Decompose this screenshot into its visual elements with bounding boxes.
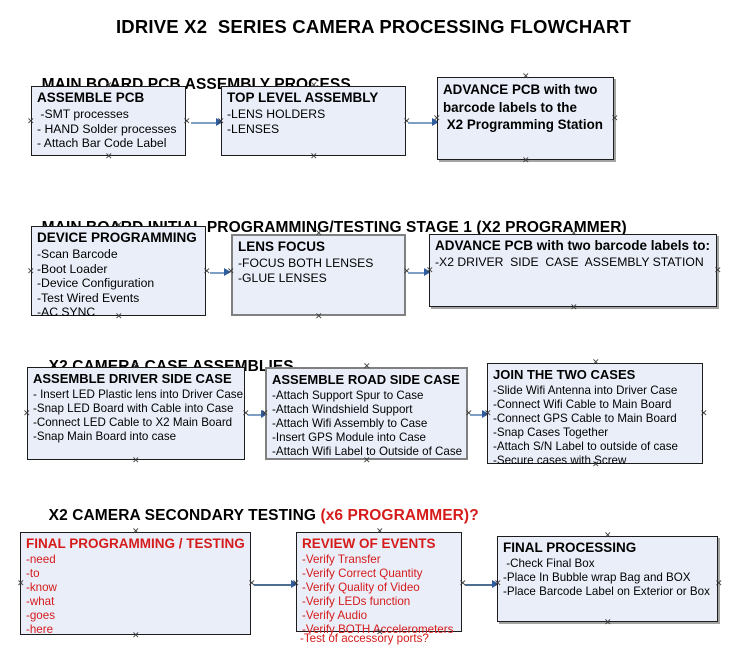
box-advance-pcb-to-x2-programming-station[interactable]: ADVANCE PCB with two barcode labels to t…	[437, 77, 614, 160]
box-line: - HAND Solder processes	[37, 121, 177, 136]
box-title: LENS FOCUS	[238, 239, 326, 254]
box-line: -Snap Cases Together	[493, 426, 609, 439]
box-line: -Attach Wifi Assembly to Case	[272, 417, 428, 430]
box-line: -LENS HOLDERS	[227, 107, 326, 121]
connector-review-of-events-to-final-processing	[465, 584, 493, 586]
connector-assemble-pcb-to-top-level-assembly	[191, 122, 217, 124]
box-line: -goes	[26, 609, 56, 622]
box-title: DEVICE PROGRAMMING	[37, 230, 197, 245]
connector-device-programming-to-lens-focus	[210, 272, 225, 274]
box-line: -Verify Quality of Video	[302, 581, 420, 594]
connector-road-side-to-join-cases	[470, 414, 483, 416]
box-title: FINAL PROGRAMMING / TESTING	[26, 536, 245, 551]
arrowhead-icon	[216, 118, 223, 126]
box-line: - Insert LED Plastic lens into Driver Ca…	[33, 388, 244, 401]
section-heading-text: X2 CAMERA SECONDARY TESTING	[48, 507, 321, 524]
arrowhead-icon	[291, 580, 298, 588]
arrowhead-icon	[261, 410, 268, 418]
box-join-the-two-cases[interactable]: JOIN THE TWO CASES -Slide Wifi Antenna i…	[487, 363, 703, 467]
box-line: -need	[26, 553, 56, 566]
box-line: -Test Wired Events	[37, 290, 140, 305]
box-line: -Boot Loader	[37, 261, 108, 276]
connector-lens-focus-to-advance-pcb	[408, 272, 426, 274]
box-line: -Verify Transfer	[302, 553, 381, 566]
page-title: IDRIVE X2 SERIES CAMERA PROCESSING FLOWC…	[115, 16, 632, 37]
box-advance-pcb-to-driver-side-case-station[interactable]: ADVANCE PCB with two barcode labels to: …	[429, 234, 717, 307]
box-title: REVIEW OF EVENTS	[302, 536, 436, 551]
arrowhead-icon	[224, 268, 231, 276]
arrowhead-icon	[432, 118, 439, 126]
box-title: ASSEMBLE ROAD SIDE CASE	[272, 372, 460, 387]
box-overflow-line: -Test of accessory ports?	[300, 632, 429, 645]
box-title: ASSEMBLE PCB	[37, 90, 145, 105]
box-line: -Verify LEDs function	[302, 595, 411, 608]
box-title: JOIN THE TWO CASES	[493, 367, 636, 382]
box-title: FINAL PROCESSING	[503, 540, 637, 555]
box-line: -Insert GPS Module into Case	[272, 431, 427, 444]
box-line: -AC SYNC	[37, 305, 96, 320]
box-line: -know	[26, 581, 57, 594]
section-heading-x2-camera-secondary-testing: X2 CAMERA SECONDARY TESTING (x6 PROGRAMM…	[31, 489, 479, 543]
box-line: -Slide Wifi Antenna into Driver Case	[493, 384, 678, 397]
box-line: -Attach Wifi Label to Outside of Case	[272, 445, 463, 458]
box-device-programming[interactable]: DEVICE PROGRAMMING -Scan Barcode -Boot L…	[31, 226, 206, 319]
box-line: -to	[26, 567, 40, 580]
box-line: -Secure cases with Screw	[493, 454, 627, 467]
section-heading-accent: (x6 PROGRAMMER)?	[320, 507, 479, 524]
box-line: -Place In Bubble wrap Bag and BOX	[503, 571, 691, 584]
box-title: ASSEMBLE DRIVER SIDE CASE	[33, 371, 232, 386]
box-line: -Connect GPS Cable to Main Board	[493, 412, 677, 425]
box-final-programming-testing[interactable]: FINAL PROGRAMMING / TESTING -need -to -k…	[20, 532, 251, 636]
box-assemble-pcb[interactable]: ASSEMBLE PCB -SMT processes - HAND Solde…	[31, 86, 186, 156]
box-line: -Verify Correct Quantity	[302, 567, 423, 580]
box-review-of-events[interactable]: REVIEW OF EVENTS -Verify Transfer -Verif…	[296, 532, 462, 636]
box-line: -Scan Barcode	[37, 247, 118, 261]
box-line: barcode labels to the	[443, 99, 577, 115]
box-line: -Place Barcode Label on Exterior or Box	[503, 585, 710, 598]
box-final-processing[interactable]: FINAL PROCESSING -Check Final Box -Place…	[497, 536, 718, 622]
connector-top-level-assembly-to-advance-pcb	[408, 122, 435, 124]
box-line: -X2 DRIVER SIDE CASE ASSEMBLY STATION	[435, 255, 704, 269]
box-line: -what	[26, 595, 55, 608]
box-line: -Device Configuration	[37, 276, 155, 291]
box-line: -GLUE LENSES	[238, 270, 327, 285]
box-lens-focus[interactable]: LENS FOCUS -FOCUS BOTH LENSES -GLUE LENS…	[231, 234, 406, 316]
arrowhead-icon	[424, 268, 431, 276]
connector-final-programming-to-review-of-events	[254, 584, 292, 586]
box-title: TOP LEVEL ASSEMBLY	[227, 90, 379, 105]
box-title: ADVANCE PCB with two barcode labels to:	[435, 238, 711, 253]
box-line: -Connect LED Cable to X2 Main Board	[33, 416, 233, 429]
box-line: -Verify BOTH Accelerometers	[302, 623, 454, 636]
box-assemble-road-side-case[interactable]: ASSEMBLE ROAD SIDE CASE -Attach Support …	[265, 367, 468, 460]
arrowhead-icon	[492, 580, 499, 588]
box-line: -here	[26, 623, 54, 636]
box-top-level-assembly[interactable]: TOP LEVEL ASSEMBLY -LENS HOLDERS -LENSES	[221, 86, 406, 156]
box-line: -SMT processes	[37, 107, 129, 121]
box-line: -Attach Support Spur to Case	[272, 389, 424, 402]
box-line: -Snap Main Board into case	[33, 430, 177, 443]
box-line: -Attach S/N Label to outside of case	[493, 440, 678, 453]
box-line: -FOCUS BOTH LENSES	[238, 256, 374, 270]
box-line: -Verify Audio	[302, 609, 368, 622]
box-line: -Snap LED Board with Cable into Case	[33, 402, 234, 415]
arrowhead-icon	[482, 410, 489, 418]
box-assemble-driver-side-case[interactable]: ASSEMBLE DRIVER SIDE CASE - Insert LED P…	[27, 367, 245, 460]
box-line: - Attach Bar Code Label	[37, 136, 167, 151]
box-line: X2 Programming Station	[443, 117, 603, 132]
box-line: -Check Final Box	[503, 557, 595, 570]
box-line: -Attach Windshield Support	[272, 403, 413, 416]
connector-driver-side-to-road-side	[248, 414, 262, 416]
box-line: -LENSES	[227, 121, 280, 136]
box-line: ADVANCE PCB with two	[443, 82, 598, 97]
box-line: -Connect Wifi Cable to Main Board	[493, 398, 672, 411]
